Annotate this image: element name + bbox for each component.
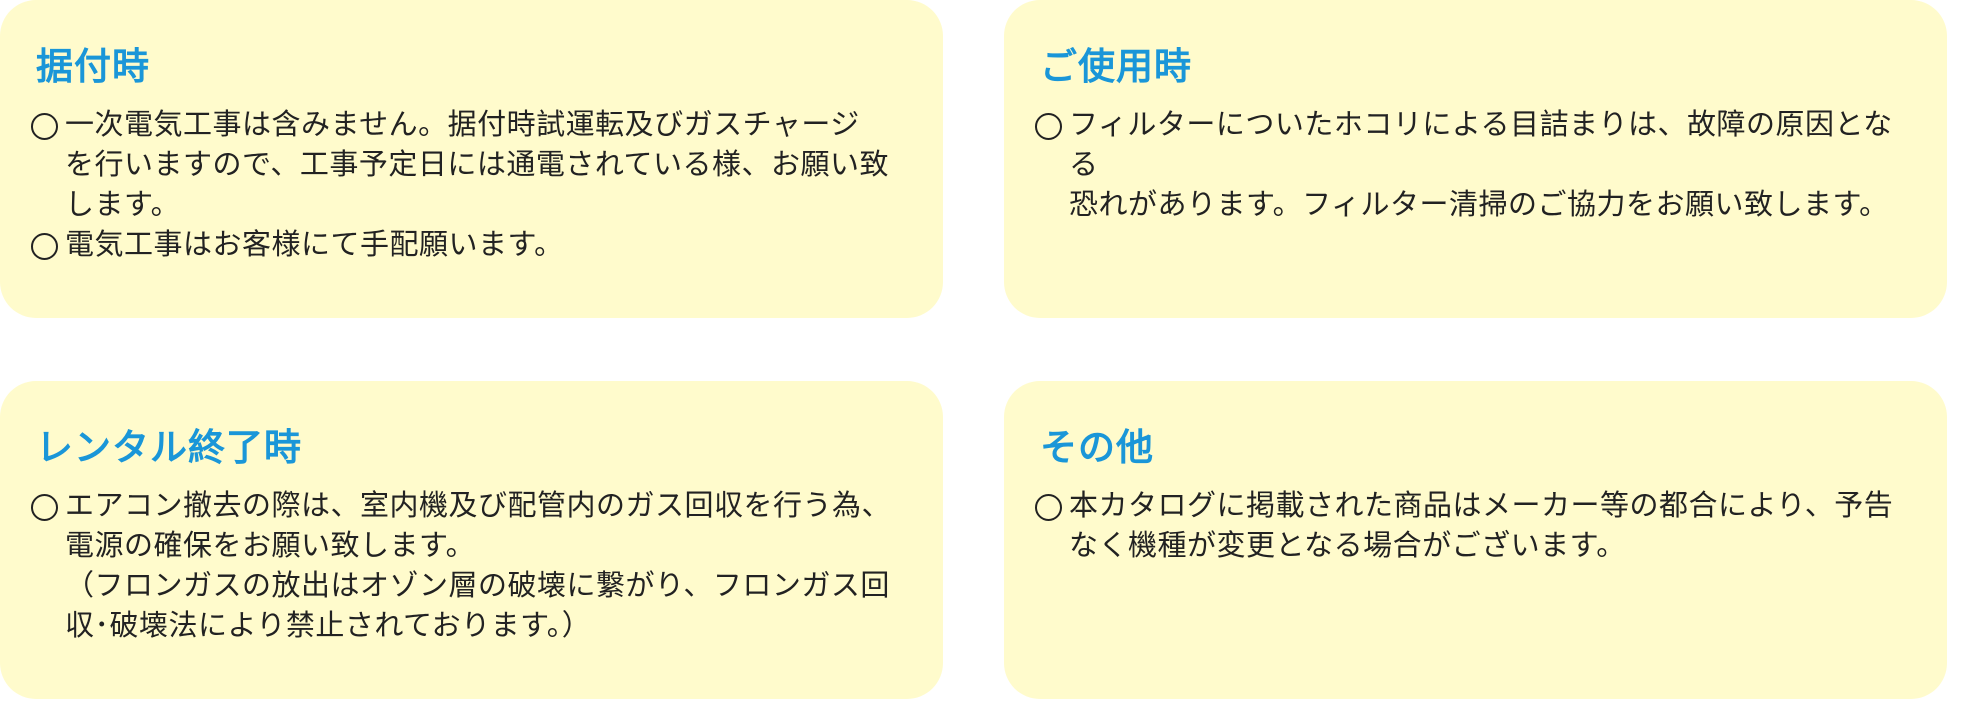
circle-bullet-icon bbox=[31, 233, 58, 260]
note-line: 収･破壊法により禁止されております。） bbox=[65, 608, 592, 642]
note-list: 一次電気工事は含みません。据付時試運転及びガスチャージ を行いますので、工事予定… bbox=[31, 104, 909, 264]
notice-card-usage: ご使用時 フィルターについたホコリによる目詰まりは、故障の原因となる 恐れがあり… bbox=[1004, 0, 1947, 318]
circle-bullet-icon bbox=[31, 494, 58, 521]
note-item: 電気工事はお客様にて手配願います。 bbox=[31, 224, 909, 264]
card-title: ご使用時 bbox=[1040, 45, 1192, 88]
note-line: フィルターについたホコリによる目詰まりは、故障の原因となる bbox=[1069, 107, 1893, 181]
note-item: フィルターについたホコリによる目詰まりは、故障の原因となる 恐れがあります。フィ… bbox=[1035, 104, 1913, 224]
circle-bullet-icon bbox=[1035, 494, 1062, 521]
note-list: エアコン撤去の際は、室内機及び配管内のガス回収を行う為、 電源の確保をお願い致し… bbox=[31, 485, 909, 645]
note-line: 本カタログに掲載された商品はメーカー等の都合により、予告 bbox=[1069, 488, 1894, 522]
note-line: 電源の確保をお願い致します。 bbox=[65, 528, 476, 562]
note-line: 恐れがあります。フィルター清掃のご協力をお願い致します。 bbox=[1069, 187, 1889, 221]
note-item: 一次電気工事は含みません。据付時試運転及びガスチャージ を行いますので、工事予定… bbox=[31, 104, 909, 224]
note-line: （フロンガスの放出はオゾン層の破壊に繋がり、フロンガス回 bbox=[65, 568, 890, 602]
notice-card-installation: 据付時 一次電気工事は含みません。据付時試運転及びガスチャージ を行いますので、… bbox=[0, 0, 943, 318]
note-line: 電気工事はお客様にて手配願います。 bbox=[65, 227, 564, 261]
circle-bullet-icon bbox=[31, 113, 58, 140]
note-list: 本カタログに掲載された商品はメーカー等の都合により、予告 なく機種が変更となる場… bbox=[1035, 485, 1913, 565]
note-line: なく機種が変更となる場合がございます。 bbox=[1069, 528, 1626, 562]
note-item: エアコン撤去の際は、室内機及び配管内のガス回収を行う為、 電源の確保をお願い致し… bbox=[31, 485, 909, 645]
notice-card-rental-end: レンタル終了時 エアコン撤去の際は、室内機及び配管内のガス回収を行う為、 電源の… bbox=[0, 381, 943, 699]
note-line: 一次電気工事は含みません。据付時試運転及びガスチャージ bbox=[65, 107, 860, 141]
note-item: 本カタログに掲載された商品はメーカー等の都合により、予告 なく機種が変更となる場… bbox=[1035, 485, 1913, 565]
circle-bullet-icon bbox=[1035, 113, 1062, 140]
note-line: を行いますので、工事予定日には通電されている様、お願い致 bbox=[65, 147, 889, 181]
note-line: します。 bbox=[65, 187, 181, 221]
card-title: 据付時 bbox=[36, 45, 150, 88]
card-title: その他 bbox=[1040, 426, 1154, 469]
notice-card-other: その他 本カタログに掲載された商品はメーカー等の都合により、予告 なく機種が変更… bbox=[1004, 381, 1947, 699]
card-title: レンタル終了時 bbox=[36, 426, 302, 469]
note-list: フィルターについたホコリによる目詰まりは、故障の原因となる 恐れがあります。フィ… bbox=[1035, 104, 1913, 224]
note-line: エアコン撤去の際は、室内機及び配管内のガス回収を行う為、 bbox=[65, 488, 892, 522]
